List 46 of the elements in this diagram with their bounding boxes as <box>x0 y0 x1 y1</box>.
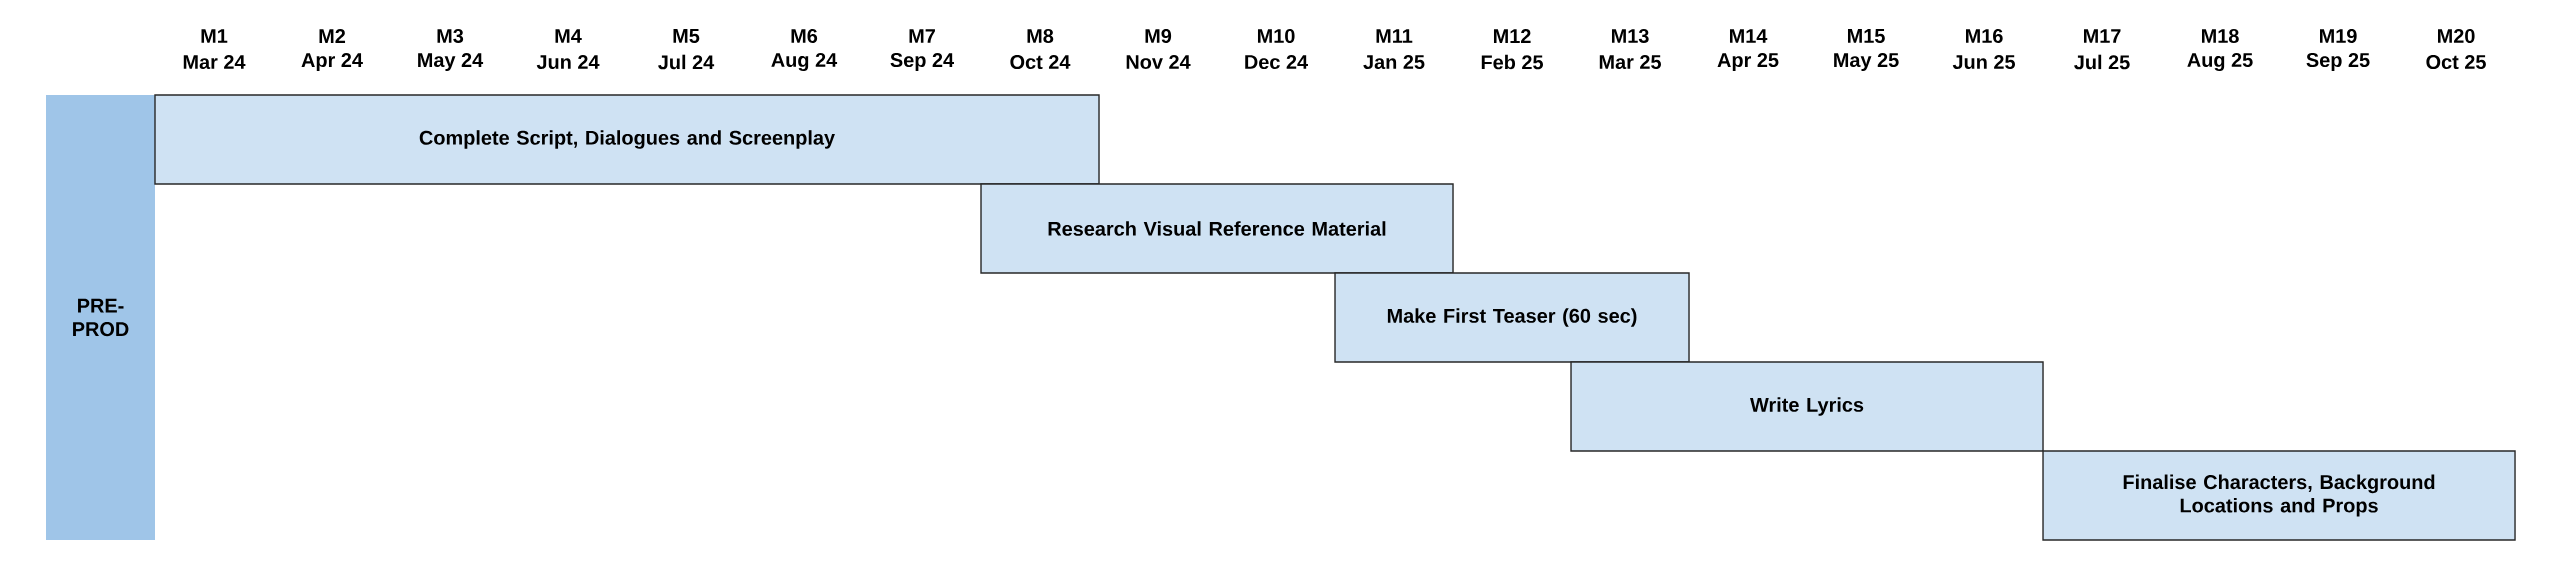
month-label: M6 <box>791 28 818 44</box>
month-label: M19 <box>2320 28 2357 44</box>
date-label: May 24 <box>418 53 484 71</box>
month-label: M20 <box>2438 28 2475 44</box>
date-label: Sep 25 <box>2306 53 2370 71</box>
date-label: Aug 25 <box>2187 52 2253 72</box>
date-label: Mar 24 <box>183 54 246 70</box>
date-label: Oct 24 <box>1010 54 1071 70</box>
date-label: Dec 24 <box>1245 54 1308 70</box>
date-label: Oct 25 <box>2426 54 2486 70</box>
month-label: M8 <box>1027 28 1054 44</box>
task-bar: Write Lyrics <box>1570 361 2044 452</box>
date-label: Apr 24 <box>301 53 363 71</box>
date-label: May 25 <box>1834 53 1899 71</box>
date-label: Jan 25 <box>1363 54 1425 70</box>
task-bar: Make First Teaser (60 sec) <box>1334 272 1690 363</box>
date-label: Jul 25 <box>2074 54 2130 70</box>
date-label: Jul 24 <box>658 54 715 70</box>
date-label: Feb 25 <box>1481 54 1543 70</box>
task-bar: Research Visual Reference Material <box>980 183 1454 274</box>
month-label: M16 <box>1966 28 2003 44</box>
month-label: M7 <box>909 29 935 43</box>
date-label: Sep 24 <box>890 53 954 71</box>
month-label: M17 <box>2084 29 2121 43</box>
month-label: M1 <box>201 29 228 43</box>
month-label: M2 <box>319 29 346 43</box>
date-label: Jun 24 <box>536 54 600 70</box>
date-label: Mar 25 <box>1599 54 1661 70</box>
month-label: M14 <box>1730 29 1768 43</box>
month-label: M3 <box>437 28 464 44</box>
task-bar: Finalise Characters, Background Locations and Props <box>2042 450 2516 541</box>
month-label: M5 <box>673 29 700 43</box>
month-label: M9 <box>1145 28 1172 44</box>
month-label: M10 <box>1258 28 1295 44</box>
month-label: M13 <box>1612 28 1649 44</box>
month-label: M11 <box>1376 29 1413 43</box>
month-label: M12 <box>1494 29 1531 43</box>
date-label: Aug 24 <box>771 52 838 72</box>
month-label: M18 <box>2202 28 2239 44</box>
month-label: M4 <box>555 29 582 43</box>
month-label: M15 <box>1848 29 1885 43</box>
date-label: Jun 25 <box>1952 54 2015 70</box>
phase-band: PRE-PROD <box>46 95 155 540</box>
task-bar: Complete Script, Dialogues and Screenplay <box>154 94 1100 185</box>
date-label: Apr 25 <box>1717 53 1779 71</box>
date-label: Nov 24 <box>1126 54 1191 70</box>
